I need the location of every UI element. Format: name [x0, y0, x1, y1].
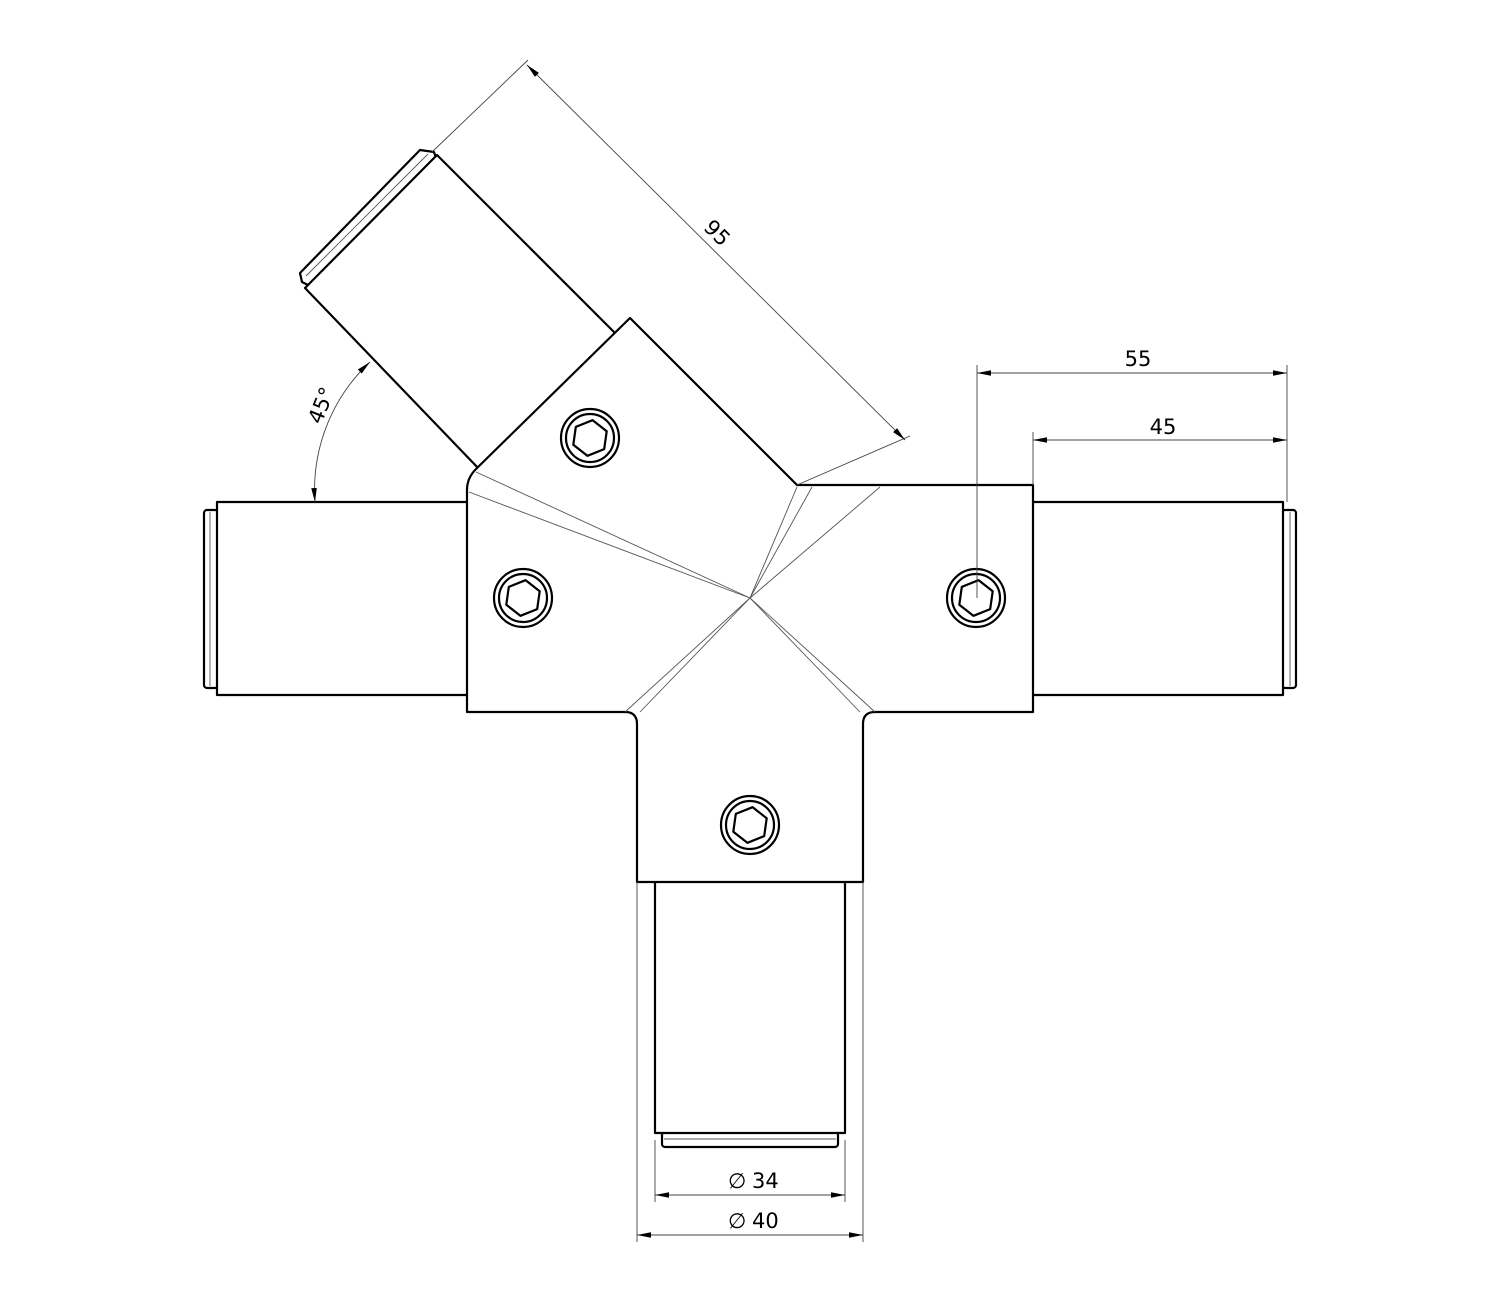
dimension-55-label: 55 [1125, 347, 1152, 371]
hex-screw-icon [945, 567, 1007, 629]
shading-lines [468, 471, 881, 713]
dimension-45: 45 [1032, 415, 1287, 485]
diameter-symbol: ∅ [728, 1169, 746, 1193]
dimension-55: 55 [976, 347, 1288, 598]
bottom-tube [653, 876, 847, 1149]
dimension-34-label: 34 [752, 1169, 779, 1193]
dimension-45-label: 45 [1150, 415, 1177, 439]
dimension-40-label: 40 [752, 1209, 779, 1233]
angle-label: 45° [303, 384, 339, 428]
hex-screw-icon [559, 407, 621, 469]
dimension-diameter-40: ∅ 40 [636, 882, 864, 1242]
dimension-angle-45: 45° [303, 361, 371, 503]
dimension-95-label: 95 [699, 215, 735, 251]
right-tube [1029, 500, 1298, 697]
dimension-diameter-34: ∅ 34 [654, 1140, 846, 1202]
diameter-symbol: ∅ [728, 1209, 746, 1233]
hex-screw-icon [492, 567, 554, 629]
left-tube [202, 500, 471, 697]
hex-screw-icon [719, 794, 781, 856]
